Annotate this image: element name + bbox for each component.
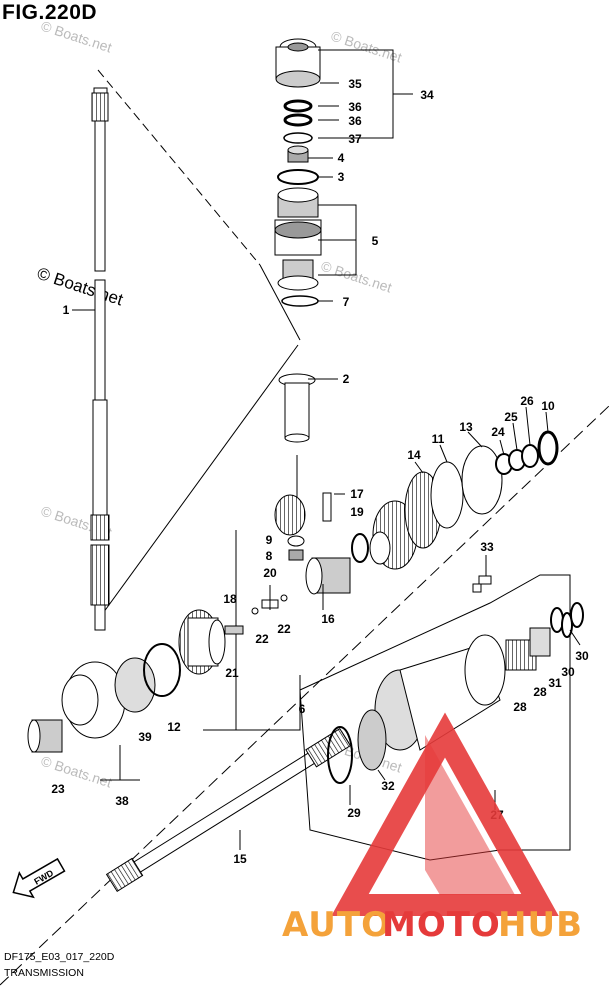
part-1-drive-shaft — [90, 87, 110, 631]
part-8-bushing — [288, 549, 304, 561]
figure-title: FIG.220D — [2, 1, 98, 24]
part-11-washer — [430, 461, 464, 529]
part-31-ring — [561, 612, 573, 638]
callout-8: 8 — [266, 549, 273, 563]
assembly-27-housing-box — [299, 574, 571, 861]
callout-7: 7 — [343, 295, 350, 309]
callout-19: 19 — [350, 505, 364, 519]
callout-28a: 28 — [513, 700, 527, 714]
part-23-seal — [27, 719, 63, 753]
callout-36a: 36 — [348, 100, 362, 114]
callout-34: 34 — [420, 88, 434, 102]
callout-37: 37 — [348, 132, 362, 146]
callout-16: 16 — [321, 612, 335, 626]
callout-5: 5 — [372, 234, 379, 248]
callout-33: 33 — [480, 540, 494, 554]
callout-15: 15 — [233, 852, 247, 866]
svg-text:HUB: HUB — [498, 905, 583, 945]
callout-20: 20 — [263, 566, 277, 580]
callout-12: 12 — [167, 720, 181, 734]
callout-10: 10 — [541, 399, 555, 413]
callout-39: 39 — [138, 730, 152, 744]
part-5-bearing — [274, 187, 322, 291]
svg-text:AUTO: AUTO — [282, 905, 391, 945]
part-17-pin — [322, 492, 332, 522]
callout-3: 3 — [338, 170, 345, 184]
callout-31: 31 — [548, 676, 562, 690]
callout-25: 25 — [504, 410, 518, 424]
part-16-clutch — [305, 557, 351, 595]
fwd-arrow-icon: FWD — [12, 857, 66, 899]
automotohub-logo: AUTO MOTO HUB — [282, 712, 583, 945]
callout-2: 2 — [343, 372, 350, 386]
callout-35: 35 — [348, 77, 362, 91]
callout-36b: 36 — [348, 114, 362, 128]
callout-22a: 22 — [255, 632, 269, 646]
part-2-sleeve — [278, 373, 316, 443]
callout-30b: 30 — [575, 649, 589, 663]
part-9-washer — [287, 535, 305, 547]
svg-text:© Boats.net: © Boats.net — [39, 18, 114, 56]
part-33-bolt — [472, 575, 492, 593]
callout-6: 6 — [299, 702, 306, 716]
callout-30a: 30 — [561, 665, 575, 679]
part-36-seal-upper — [283, 99, 313, 113]
part-28-bearing-b — [529, 627, 551, 657]
callout-11: 11 — [432, 432, 445, 446]
callout-32: 32 — [381, 779, 395, 793]
part-36-seal-lower — [283, 113, 313, 127]
svg-text:© Boats.net: © Boats.net — [39, 753, 114, 791]
part-39-bearing — [114, 657, 156, 713]
model-code: DF175_E03_017_220D — [4, 951, 115, 963]
part-15-propeller-shaft — [105, 727, 352, 893]
callout-22b: 22 — [277, 622, 291, 636]
part-22-ball-b — [280, 594, 288, 602]
part-35-housing — [275, 38, 321, 88]
part-30-seal-b — [570, 602, 584, 628]
part-3-shim — [277, 169, 319, 185]
part-22-ball-a — [251, 607, 259, 615]
callout-17: 17 — [350, 487, 364, 501]
part-26-ring — [521, 444, 539, 468]
callout-23: 23 — [51, 782, 65, 796]
part-37-o-ring — [283, 132, 313, 144]
callout-26: 26 — [520, 394, 534, 408]
callout-21: 21 — [225, 666, 239, 680]
callout-14: 14 — [407, 448, 421, 462]
callout-13: 13 — [459, 420, 473, 434]
section-name: TRANSMISSION — [4, 967, 84, 979]
part-29-o-ring — [327, 726, 353, 784]
callout-18: 18 — [223, 592, 237, 606]
part-32-bearing — [357, 709, 387, 771]
part-12-shim — [143, 643, 181, 697]
callout-4: 4 — [338, 151, 345, 165]
part-4-nut — [287, 145, 309, 163]
svg-text:MOTO: MOTO — [382, 905, 501, 945]
part-21-pinion-gear — [178, 609, 226, 675]
part-13-washer — [461, 445, 503, 515]
leader-lines — [72, 49, 581, 850]
callout-1: 1 — [63, 303, 70, 317]
part-38-bearing-housing — [61, 661, 126, 739]
callout-38: 38 — [115, 794, 129, 808]
callout-28b: 28 — [533, 685, 547, 699]
callout-labels: 1 2 3 4 5 6 7 8 9 10 11 12 13 14 15 16 1… — [51, 77, 589, 866]
callout-9: 9 — [266, 533, 273, 547]
part-7-circlip — [281, 295, 319, 307]
part-gear-small — [274, 494, 306, 536]
callout-29: 29 — [347, 806, 361, 820]
callout-24: 24 — [491, 425, 505, 439]
part-19-ring — [351, 533, 369, 563]
watermark-boats-net: © Boats.net — [35, 264, 126, 310]
part-27-bearing-housing — [374, 634, 506, 751]
part-18-pin — [224, 625, 244, 635]
part-10-ring — [537, 430, 559, 466]
